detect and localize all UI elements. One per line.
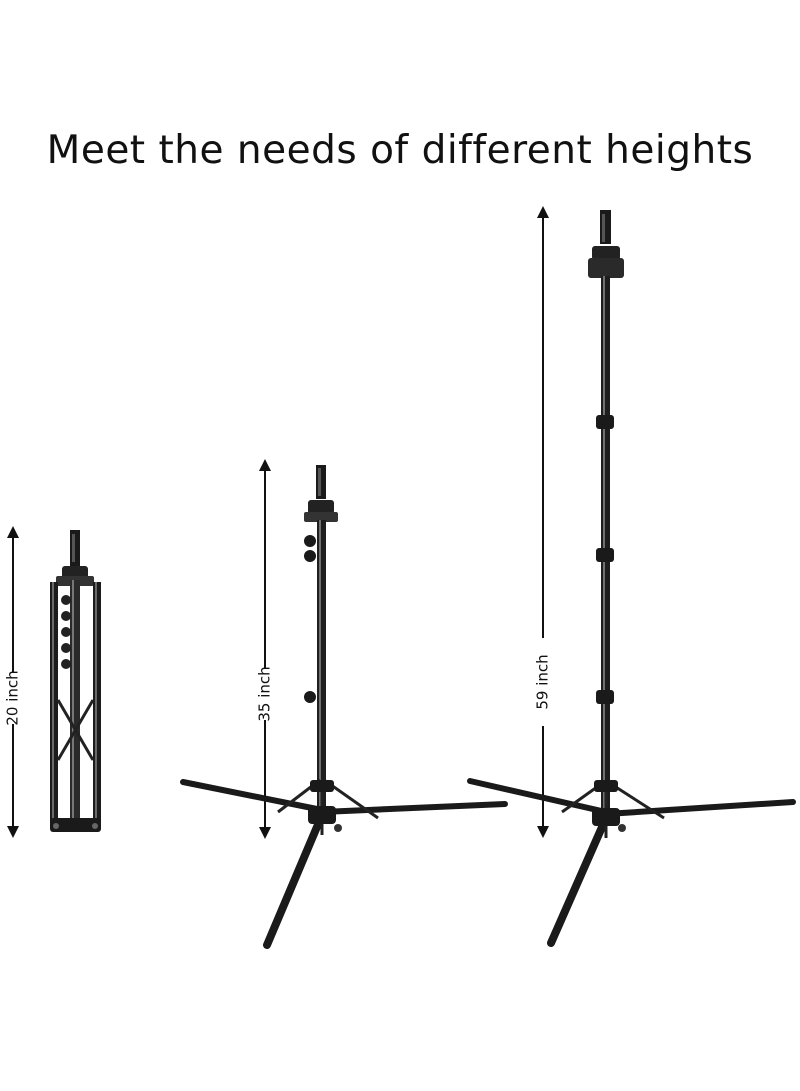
tripod-stand-folded <box>50 530 101 832</box>
tripod-stand-extended <box>467 210 796 947</box>
headline: Meet the needs of different heights <box>46 128 754 173</box>
height-label-medium: 35 inch <box>256 666 274 721</box>
height-label-extended: 59 inch <box>534 654 552 709</box>
height-label-folded: 20 inch <box>4 670 22 725</box>
tripod-stand-medium <box>180 465 508 949</box>
